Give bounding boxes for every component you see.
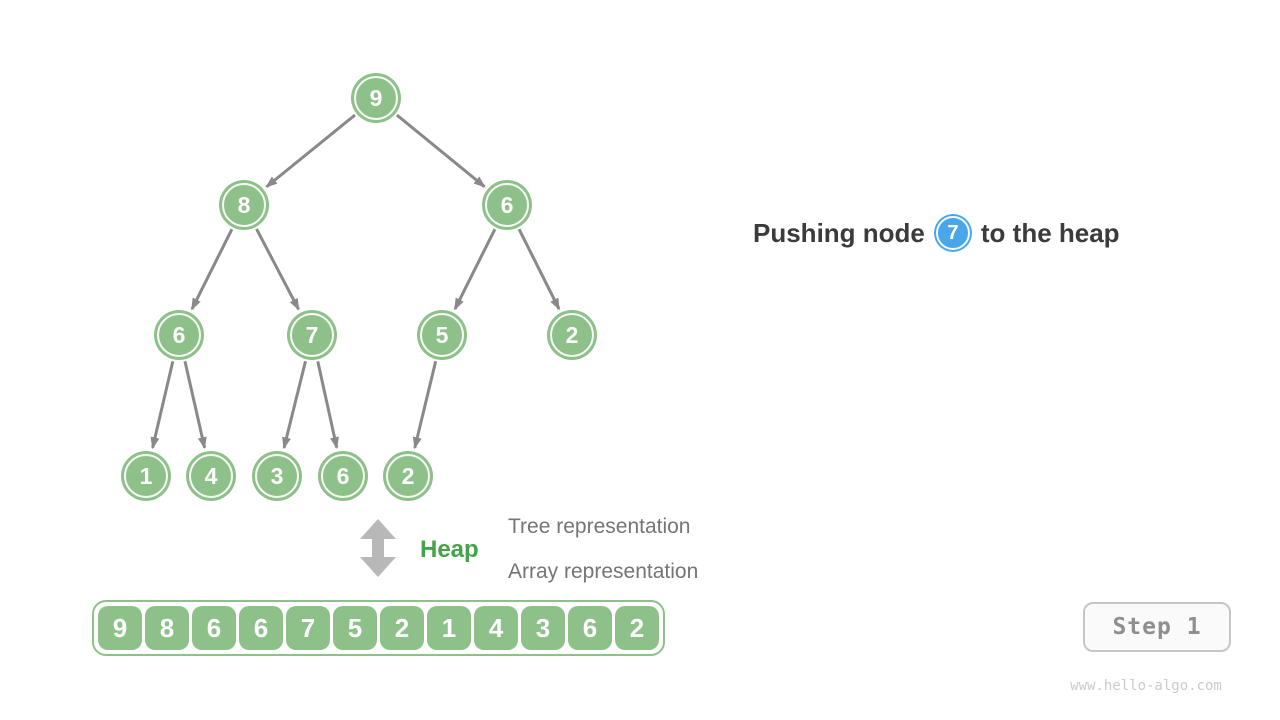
tree-node: 6 bbox=[482, 180, 532, 230]
tree-node-value: 2 bbox=[401, 462, 415, 489]
tree-edge bbox=[265, 113, 356, 188]
caption-prefix: Pushing node bbox=[753, 217, 925, 248]
tree-node-value: 1 bbox=[139, 462, 153, 489]
pushed-node-badge: 7 bbox=[933, 214, 972, 252]
watermark: www.hello-algo.com bbox=[1070, 678, 1222, 694]
tree-node-value: 5 bbox=[435, 321, 449, 348]
array-cell: 9 bbox=[98, 606, 142, 650]
tree-node: 6 bbox=[154, 310, 204, 360]
tree-node-value: 4 bbox=[204, 462, 218, 489]
tree-representation-label: Tree representation bbox=[508, 515, 691, 538]
array-cell: 2 bbox=[380, 606, 424, 650]
tree-node-value: 6 bbox=[336, 462, 350, 489]
array-representation-label: Array representation bbox=[508, 560, 699, 583]
array-cell: 6 bbox=[568, 606, 612, 650]
tree-node: 2 bbox=[383, 451, 433, 501]
tree-edge bbox=[395, 113, 486, 188]
tree-edge bbox=[150, 360, 175, 450]
tree-node: 3 bbox=[252, 451, 302, 501]
tree-node-value: 8 bbox=[237, 191, 251, 218]
tree-edge bbox=[255, 228, 300, 311]
array-cell: 2 bbox=[615, 606, 659, 650]
tree-node-value: 6 bbox=[500, 191, 514, 218]
tree-node: 5 bbox=[417, 310, 467, 360]
tree-node-value: 6 bbox=[172, 321, 186, 348]
tree-node: 9 bbox=[351, 73, 401, 123]
pushed-node-value: 7 bbox=[947, 221, 959, 244]
array-cell: 1 bbox=[427, 606, 471, 650]
tree-node-value: 2 bbox=[565, 321, 579, 348]
caption-suffix: to the heap bbox=[980, 217, 1120, 248]
tree-edge bbox=[316, 361, 339, 450]
tree-node: 6 bbox=[318, 451, 368, 501]
caption: Pushing node 7 to the heap bbox=[753, 210, 1120, 256]
tree-node: 8 bbox=[219, 180, 269, 230]
tree-edges-group bbox=[150, 113, 561, 450]
tree-edge bbox=[412, 360, 438, 450]
array-cell: 7 bbox=[286, 606, 330, 650]
array-cell: 5 bbox=[333, 606, 377, 650]
up-down-arrow-icon bbox=[360, 519, 396, 577]
tree-edge bbox=[517, 228, 561, 311]
tree-node-value: 7 bbox=[305, 321, 319, 348]
tree-node: 2 bbox=[547, 310, 597, 360]
tree-edge bbox=[183, 360, 207, 450]
tree-node: 1 bbox=[121, 451, 171, 501]
array-cell: 8 bbox=[145, 606, 189, 650]
tree-edge bbox=[282, 360, 307, 450]
tree-edge bbox=[190, 228, 234, 311]
heap-label: Heap bbox=[420, 536, 479, 563]
tree-node: 4 bbox=[186, 451, 236, 501]
tree-node-value: 9 bbox=[369, 84, 383, 111]
array-cell: 3 bbox=[521, 606, 565, 650]
array-cell: 4 bbox=[474, 606, 518, 650]
tree-node-value: 3 bbox=[270, 462, 284, 489]
tree-edge bbox=[453, 228, 497, 311]
array-cell: 6 bbox=[239, 606, 283, 650]
step-badge: Step 1 bbox=[1083, 602, 1231, 652]
array-cell: 6 bbox=[192, 606, 236, 650]
tree-node: 7 bbox=[287, 310, 337, 360]
